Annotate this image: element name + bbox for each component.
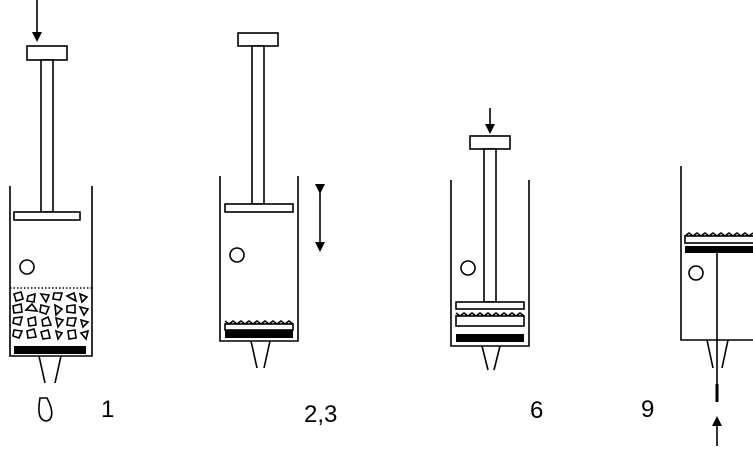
- nozzle: [706, 339, 729, 369]
- plunger-thumb: [237, 32, 279, 47]
- barrel: [680, 166, 753, 341]
- air-bubble: [688, 265, 704, 281]
- nozzle: [38, 355, 62, 384]
- plunger-rod: [483, 148, 497, 303]
- nozzle: [481, 345, 501, 371]
- air-bubble: [460, 260, 476, 276]
- particles: [12, 291, 90, 341]
- barrel: [450, 180, 530, 347]
- drop-icon: [38, 397, 53, 422]
- nozzle: [250, 340, 271, 369]
- push-rod-tip: [715, 384, 719, 402]
- plunger-rod: [40, 59, 54, 213]
- air-bubble: [229, 247, 245, 263]
- step-label-9: 9: [641, 396, 655, 423]
- filter-disc: [456, 334, 524, 342]
- filter-cake-layer: [455, 315, 525, 327]
- plunger-rod: [251, 45, 265, 205]
- syringe-step-1: [9, 0, 93, 422]
- plunger-head: [13, 211, 81, 221]
- filter-disc: [225, 330, 293, 338]
- plunger-head: [455, 301, 525, 310]
- air-bubble: [19, 259, 35, 275]
- syringe-step-9: [680, 166, 753, 446]
- plunger-head: [224, 203, 294, 213]
- syringe-step-2-3: [219, 32, 325, 369]
- filter-cake-layer: [224, 323, 294, 331]
- filter-cake-layer: [684, 235, 753, 244]
- syringe-step-6: [450, 108, 530, 371]
- barrel: [9, 186, 93, 357]
- filter-disc: [685, 246, 753, 253]
- filter-disc: [14, 346, 86, 354]
- plunger-thumb: [26, 45, 68, 61]
- barrel: [219, 176, 299, 342]
- plunger-thumb: [469, 135, 511, 150]
- step-label-2-3: 2,3: [304, 401, 338, 428]
- step-label-6: 6: [530, 397, 544, 424]
- step-label-1: 1: [101, 396, 115, 423]
